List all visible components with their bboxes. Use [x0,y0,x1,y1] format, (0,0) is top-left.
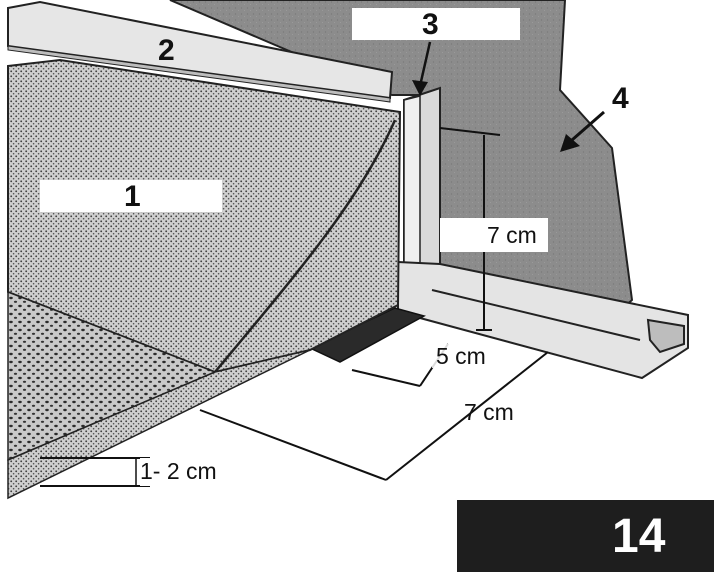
material-bottom-layer [7,349,311,500]
dim-gap-label: 5 cm [436,343,486,369]
label-3-arrowhead [412,80,428,96]
label-1-box [40,180,222,212]
dim-gap-label-bg [432,344,496,368]
dim-width-arrow [385,351,549,481]
dim-height-label-bg [440,218,548,252]
dim-height-label: 7 cm [487,222,537,248]
figure-number: 14 [612,510,666,563]
dim-thickness-label: 1- 2 cm [140,458,217,484]
dim-gap-line [351,369,421,387]
profile-bar-lower-edge [7,45,391,103]
dim-width-label: 7 cm [464,399,514,425]
profile-bar [7,0,394,100]
label-3: 3 [422,8,439,41]
material-edge-line [214,119,397,373]
bottom-rail-top-line [431,289,641,341]
bottom-rail-channel [646,318,685,354]
label-3-box [352,8,520,40]
label-2: 2 [158,34,175,67]
label-4: 4 [612,82,629,115]
wall-strip-face [403,95,421,289]
dim-thickness-label-bg [140,458,236,486]
dim-width-line [199,409,387,481]
figure-badge [457,500,714,572]
label-1: 1 [124,180,141,213]
label-4-arrowhead [560,134,580,152]
label-3-arrow [418,41,432,87]
label-4-arrow [571,110,605,142]
dim-height-tick-top [439,127,501,136]
